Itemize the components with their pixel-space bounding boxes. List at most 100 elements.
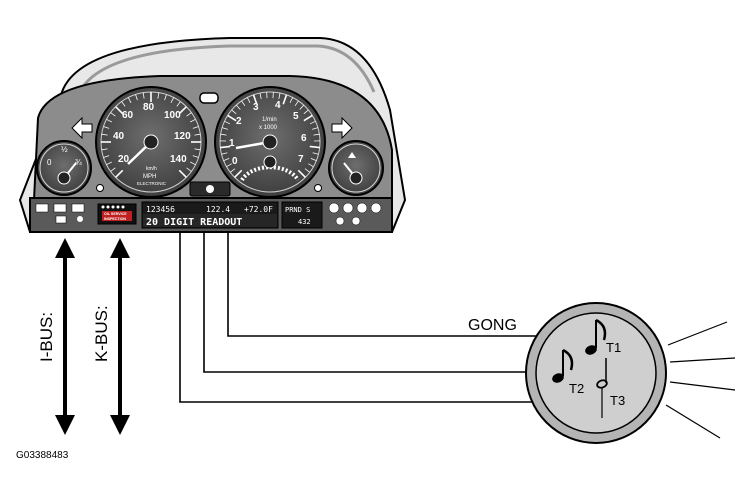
speedo-tick-mark	[178, 106, 187, 115]
tacho-tick-mark	[289, 97, 294, 103]
gear-display-sub: 432	[298, 218, 311, 226]
tacho-tick-mark	[235, 104, 241, 110]
sound-ray-3	[669, 381, 736, 391]
fuel-mark-0: 0	[47, 158, 52, 167]
tacho-tick-1: 1	[229, 138, 235, 149]
temperature-gauge	[328, 140, 384, 196]
speedo-tick-mark	[127, 97, 132, 103]
tacho-tick-mark	[259, 92, 262, 99]
coolant-icon	[348, 152, 356, 158]
note-t1-icon	[585, 318, 607, 355]
speedo-tick-mark	[110, 112, 116, 117]
t2-line	[203, 232, 562, 378]
speedo-tick-mark	[194, 148, 201, 151]
fuel-gauge: 0 ½ ¾	[36, 140, 92, 196]
speedo-tick-mark	[194, 133, 201, 136]
speedo-tick-mark	[101, 148, 108, 151]
note-t2-icon	[552, 348, 574, 383]
kbus-label: K-BUS:	[92, 305, 111, 362]
tacho-tick-mark	[297, 169, 306, 178]
tone-t2-label: T2	[569, 381, 584, 396]
gong-line	[227, 232, 598, 342]
tacho-tick-mark	[308, 163, 314, 168]
tacho-tick-mark	[282, 94, 288, 105]
note-t3-icon	[596, 358, 608, 418]
tacho-tick-mark	[303, 114, 313, 122]
service-line1: OIL SERVICE	[104, 212, 127, 216]
tacho-tick-mark	[252, 94, 258, 105]
tacho-tick-mark	[229, 168, 236, 173]
speedo-tick-140: 140	[170, 154, 187, 165]
left-indicator-icons	[35, 203, 85, 224]
right-turn-arrow-icon	[331, 116, 353, 140]
tacho-tick-mark	[220, 133, 227, 136]
speedo-tick-mark	[101, 133, 108, 136]
gear-display: PRND S 432	[281, 201, 323, 229]
ibus-label: I-BUS:	[37, 312, 56, 362]
tachometer: 0 1 2 3 4 5 6 7 1/min x 1000	[214, 86, 326, 198]
tone-t3-label: T3	[610, 393, 625, 408]
tacho-tick-mark	[223, 158, 230, 161]
speedo-tick-mark	[103, 126, 110, 129]
figure-id: G03388483	[16, 450, 69, 461]
speedo-tick-mark	[190, 161, 196, 166]
tacho-unit: 1/min	[262, 117, 277, 123]
ibus-arrow	[55, 238, 75, 435]
tacho-tick-mark	[312, 127, 319, 130]
tacho-tick-6: 6	[301, 133, 307, 144]
gong-speaker: T1 T2 T3	[525, 302, 736, 444]
speedo-tick-20: 20	[118, 154, 130, 165]
service-dots	[101, 205, 125, 209]
trip-value: 122.4	[206, 205, 230, 214]
top-indicator-icon	[199, 92, 219, 104]
speedo-tick-mark	[115, 106, 124, 115]
fuel-mark-3q: ¾	[75, 158, 82, 167]
tacho-tick-3: 3	[253, 102, 259, 113]
tacho-tick-mark	[246, 97, 251, 103]
speedo-tick-mark	[115, 169, 124, 178]
tacho-tick-mark	[310, 158, 317, 161]
tachometer-tick-marks	[220, 92, 320, 178]
speedo-tick-mark	[106, 118, 112, 123]
speedo-tick-mark	[164, 94, 167, 101]
speedo-tick-mark	[176, 101, 181, 107]
tacho-tick-0: 0	[232, 156, 238, 167]
t3-line	[179, 232, 594, 408]
gong-label: GONG	[468, 317, 517, 334]
instrument-cluster: 0 ½ ¾ 20 40 60 80 100 120 140 km/h MPH E…	[18, 37, 407, 233]
speedo-tick-mark	[178, 169, 187, 178]
bolt-left	[96, 184, 104, 192]
tacho-tick-7: 7	[298, 154, 304, 165]
speedo-sub: ELECTRONIC	[137, 181, 167, 186]
fuel-mark-half: ½	[61, 145, 68, 154]
left-turn-arrow-icon	[71, 116, 93, 140]
tacho-tick-mark	[226, 163, 232, 168]
info-display: 123456 122.4 +72.0F 20 DIGIT READOUT	[141, 201, 279, 229]
tacho-tick-mark	[313, 133, 320, 136]
speedo-tick-mark	[186, 167, 192, 172]
speedometer-tick-marks	[101, 92, 201, 178]
speedo-tick-mark	[106, 161, 112, 166]
speedo-tick-mark	[170, 97, 175, 103]
readout-text: 20 DIGIT READOUT	[146, 217, 242, 228]
tacho-tick-mark	[294, 100, 299, 107]
speedo-tick-40: 40	[113, 131, 125, 142]
tone-t1-label: T1	[606, 340, 621, 355]
tacho-tick-mark	[309, 120, 316, 125]
kbus-arrow	[110, 238, 130, 435]
tacho-tick-mark	[278, 92, 281, 99]
cluster-hood-rim	[78, 44, 376, 93]
speedo-tick-mark	[192, 155, 199, 158]
tacho-tick-mark	[299, 104, 305, 110]
speedo-tick-mark	[135, 94, 138, 101]
tacho-tick-mark	[304, 168, 311, 173]
tacho-multiplier: x 1000	[259, 125, 278, 131]
speedo-tick-mark	[142, 92, 145, 99]
tacho-tick-mark	[221, 127, 228, 130]
tacho-tick-mark	[224, 120, 231, 125]
speedo-tick-120: 120	[174, 131, 191, 142]
tacho-tick-mark	[220, 145, 231, 149]
tacho-tick-mark	[303, 109, 309, 115]
speedo-tick-mark	[186, 112, 192, 117]
